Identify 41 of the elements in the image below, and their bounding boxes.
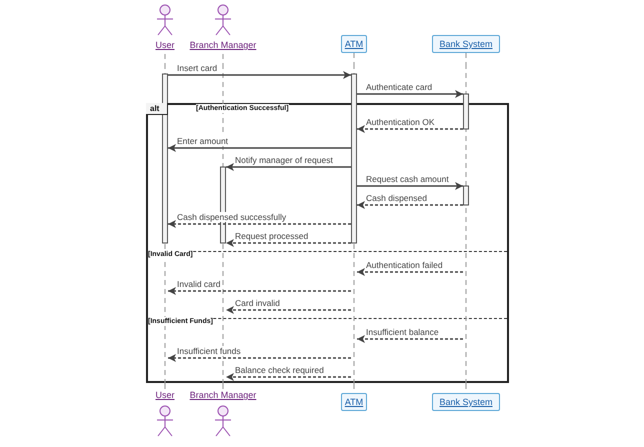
edge-label: Enter amount [176,136,230,146]
edge-label: Request cash amount [365,174,450,184]
message-arrow [168,71,351,79]
message-arrow [168,144,351,152]
message-arrow [357,182,463,190]
message-arrow [357,201,463,209]
edge-label: Cash dispensed [365,193,428,203]
participant-box: ATM [341,35,367,53]
edge-label: Cash dispensed successfully [176,212,288,222]
message-arrow [357,90,463,98]
message-arrow [168,220,351,228]
message-arrow [357,268,463,276]
edge-label: Card invalid [234,298,281,308]
actor-name: Branch Manager [190,40,256,50]
message-arrow [226,163,351,171]
message-arrow [357,125,463,133]
edge-label: Authentication OK [365,117,436,127]
participant-box: ATM [341,393,367,411]
edge-label: Authentication failed [365,260,444,270]
actor-name: User [156,40,174,50]
edge-label: Balance check required [234,365,325,375]
message-arrow [226,239,351,247]
message-arrow [168,287,351,295]
actor-name: Branch Manager [190,390,256,400]
message-arrow [226,306,351,314]
lifeline [164,54,166,64]
edge-label: Insufficient balance [365,327,440,337]
edge-label: Invalid card [176,279,222,289]
actor-name: User [156,390,174,400]
lifeline [222,54,224,64]
edge-label: Request processed [234,231,310,241]
edge-label: Authenticate card [365,82,434,92]
participant-box: Bank System [432,35,500,53]
edge-label: Notify manager of request [234,155,334,165]
participant-box: Bank System [432,393,500,411]
message-arrow [226,373,351,381]
edge-label: Insert card [176,63,218,73]
message-arrow [168,354,351,362]
fragment-tab: alt [146,103,168,115]
message-arrow [357,335,463,343]
edge-label: Insufficient funds [176,346,242,356]
